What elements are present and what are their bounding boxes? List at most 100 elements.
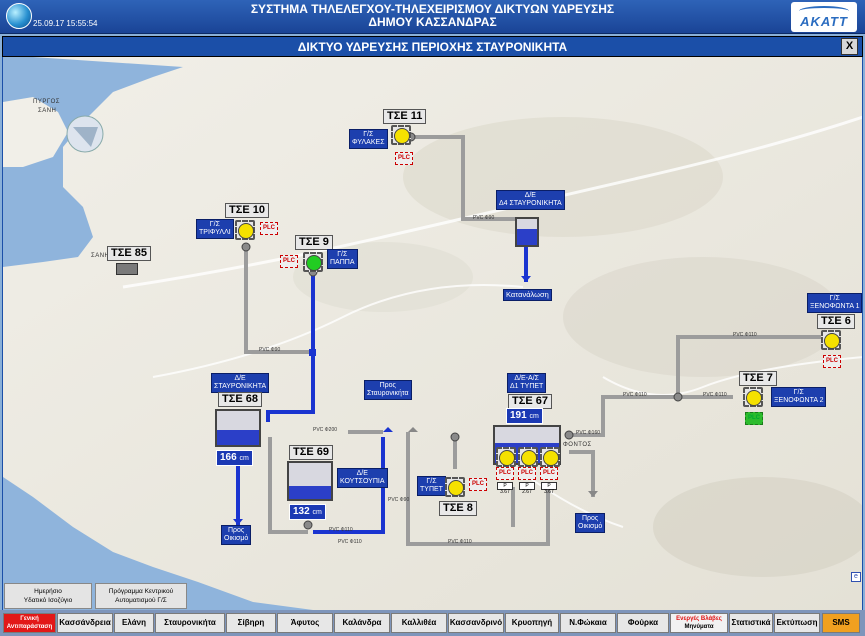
reservoir-tse69-tank[interactable]	[287, 461, 333, 501]
water-level-fill	[289, 486, 331, 499]
station-tse69-desc: Δ/Ε ΚΟΥΤΣΟΥΠΙΑ	[337, 468, 388, 488]
pump-icon[interactable]	[518, 447, 538, 467]
station-tse67-label[interactable]: ΤΣΕ 67	[508, 394, 552, 409]
brand-logo: ΑΚΑΤΤ	[791, 2, 857, 32]
pump-icon[interactable]	[743, 387, 763, 407]
place-fontos: ΦΟΝΤΟΣ	[563, 442, 592, 448]
station-tse9-label[interactable]: ΤΣΕ 9	[295, 235, 333, 250]
grey-pipes	[244, 135, 823, 546]
pump-icon[interactable]	[235, 220, 255, 240]
plc-icon: PLC	[823, 355, 841, 368]
station-tse10-label[interactable]: ΤΣΕ 10	[225, 203, 269, 218]
pressure-readout: P 2.67	[519, 482, 535, 495]
station-tse8-desc: Γ/Σ ΤΥΠΕΤ	[417, 476, 446, 496]
station-tse11-label[interactable]: ΤΣΕ 11	[383, 109, 427, 124]
reservoir-d4-tank[interactable]	[515, 217, 539, 247]
pipe-label: PVC Φ110	[448, 539, 472, 545]
reservoir-d4-desc[interactable]: Δ/Ε Δ4 ΣΤΑΥΡΟΝΙΚΗΤΑ	[496, 190, 565, 210]
pipe-label: PVC Φ110	[329, 527, 353, 533]
consumption-link[interactable]: Κατανάλωση	[503, 289, 552, 301]
pipe-label: PVC Φ110	[733, 332, 757, 338]
station-tse11-desc: Γ/Σ ΦΥΛΑΚΕΣ	[349, 129, 388, 149]
nav-elani[interactable]: Ελάνη	[114, 613, 154, 633]
nav-print[interactable]: Εκτύπωση	[774, 613, 820, 633]
pipe-label: PVC Φ110	[338, 539, 362, 545]
pipe-label: PVC Φ110	[623, 392, 647, 398]
pump-icon[interactable]	[496, 447, 516, 467]
plc-icon: PLC	[496, 467, 514, 480]
nav-sms[interactable]: SMS	[822, 613, 860, 633]
station-tse85-label[interactable]: ΤΣΕ 85	[107, 246, 151, 261]
water-level-fill	[217, 429, 259, 445]
nav-afytos[interactable]: Άφυτος	[277, 613, 333, 633]
station-tse6-desc: Γ/Σ ΞΕΝΟΦΩΝΤΑ 1	[807, 293, 862, 313]
pump-icon[interactable]	[391, 125, 411, 145]
pressure-readout: P 3.67	[541, 482, 557, 495]
station-tse68-desc: Δ/Ε ΣΤΑΥΡΟΝΙΚΗΤΑ	[211, 373, 270, 393]
pipe-label: PVC Φ200	[313, 427, 338, 433]
pressure-readout: P 3.67	[497, 482, 513, 495]
pipe-label: PVC Φ90	[259, 347, 281, 353]
station-tse8-label[interactable]: ΤΣΕ 8	[439, 501, 477, 516]
nav-kassandrino[interactable]: Κασσανδρινό	[448, 613, 504, 633]
plc-icon: PLC	[260, 222, 278, 235]
water-balance-button[interactable]: Ημερήσιο Υδατικό Ισοζύγιο	[4, 583, 92, 609]
pipe-label: PVC Φ90	[388, 497, 410, 503]
map-background	[3, 57, 862, 610]
station-tse7-desc: Γ/Σ ΞΕΝΟΦΩΝΤΑ 2	[771, 387, 827, 407]
reservoir-tse68-tank[interactable]	[215, 409, 261, 447]
plc-icon: PLC	[518, 467, 536, 480]
nav-active-alarms[interactable]: Ενεργές Βλάβες Μηνύματα	[670, 613, 728, 633]
station-tse9-desc: Γ/Σ ΠΑΠΠΑ	[327, 249, 358, 269]
station-tse67-desc: Δ/Ε-Α/Σ Δ1 ΤΥΠΕΤ	[507, 373, 547, 393]
system-title: ΣΥΣΤΗΜΑ ΤΗΛΕΛΕΓΧΟΥ-ΤΗΛΕΧΕΙΡΙΣΜΟΥ ΔΙΚΤΥΩΝ…	[0, 3, 865, 29]
to-stavronikita-link[interactable]: Προς Σταυρονικήτα	[364, 380, 412, 400]
globe-logo-icon	[6, 3, 32, 29]
window-title: ΔΙΚΤΥΟ ΥΔΡΕΥΣΗΣ ΠΕΡΙΟΧΗΣ ΣΤΑΥΡΟΝΙΚΗΤΑ	[297, 40, 568, 54]
pump-icon[interactable]	[821, 330, 841, 350]
system-title-line2: ΔΗΜΟΥ ΚΑΣΣΑΝΔΡΑΣ	[368, 15, 497, 29]
automation-program-button[interactable]: Πρόγραμμα Κεντρικού Αυτοματισμού Γ/Σ	[95, 583, 187, 609]
reservoir-tse69-level: 132 cm	[289, 504, 326, 520]
place-sani-1: ΣΑΝΗ	[38, 108, 57, 114]
to-oikismo-link-b[interactable]: Προς Οικισμό	[575, 513, 606, 533]
header-bar: ΣΥΣΤΗΜΑ ΤΗΛΕΛΕΓΧΟΥ-ΤΗΛΕΧΕΙΡΙΣΜΟΥ ΔΙΚΤΥΩΝ…	[0, 0, 865, 34]
place-sani-2: ΣΑΝΗ	[91, 253, 110, 259]
station-tse85-box[interactable]	[116, 263, 138, 275]
nav-kalandra[interactable]: Καλάνδρα	[334, 613, 390, 633]
pipe-label: PVC Φ110	[703, 392, 727, 398]
nav-statistics[interactable]: Στατιστικά	[729, 613, 773, 633]
to-oikismo-link-a[interactable]: Προς Οικισμό	[221, 525, 252, 545]
station-tse7-label[interactable]: ΤΣΕ 7	[739, 371, 777, 386]
window-titlebar: ΔΙΚΤΥΟ ΥΔΡΕΥΣΗΣ ΠΕΡΙΟΧΗΣ ΣΤΑΥΡΟΝΙΚΗΤΑ X	[2, 36, 863, 57]
nav-stavronikita[interactable]: Σταυρονικήτα	[155, 613, 225, 633]
plc-icon: PLC	[280, 255, 298, 268]
browser-icon[interactable]: e	[851, 572, 861, 582]
plc-icon: PLC	[469, 478, 487, 491]
nav-siviri[interactable]: Σίβηρη	[226, 613, 276, 633]
plc-icon: PLC	[395, 152, 413, 165]
nav-nfokaia[interactable]: Ν.Φώκαια	[560, 613, 616, 633]
reservoir-tse67-level: 191 cm	[506, 408, 543, 424]
nav-kallithea[interactable]: Καλλιθέα	[391, 613, 447, 633]
pipe-label: PVC Φ90	[473, 215, 495, 221]
nav-fourka[interactable]: Φούρκα	[617, 613, 669, 633]
place-pyrgos: ΠΥΡΓΟΣ	[33, 99, 61, 105]
station-tse69-label[interactable]: ΤΣΕ 69	[289, 445, 333, 460]
station-tse6-label[interactable]: ΤΣΕ 6	[817, 314, 855, 329]
nav-kassandreia[interactable]: Κασσάνδρεια	[57, 613, 113, 633]
bottom-nav: Γενική Αντιπαράσταση Κασσάνδρεια Ελάνη Σ…	[0, 610, 865, 636]
close-button[interactable]: X	[841, 38, 858, 55]
pump-icon[interactable]	[540, 447, 560, 467]
pump-running-icon[interactable]	[303, 252, 323, 272]
network-map: ΠΥΡΓΟΣ ΣΑΝΗ ΣΑΝΗ ΦΟΝΤΟΣ ΤΣΕ 11 Γ/Σ ΦΥΛΑΚ…	[2, 57, 863, 610]
reservoir-tse68-level: 166 cm	[216, 450, 253, 466]
station-tse68-label[interactable]: ΤΣΕ 68	[218, 392, 262, 407]
nav-kryopigi[interactable]: Κρυοπηγή	[505, 613, 559, 633]
plc-icon: PLC	[540, 467, 558, 480]
station-tse10-desc: Γ/Σ ΤΡΙΦΥΛΛΙ	[196, 219, 234, 239]
pipe-label: PVC Φ160	[576, 430, 601, 436]
nav-general-overview[interactable]: Γενική Αντιπαράσταση	[3, 613, 56, 633]
plc-icon: PLC	[745, 412, 763, 425]
pump-icon[interactable]	[445, 477, 465, 497]
